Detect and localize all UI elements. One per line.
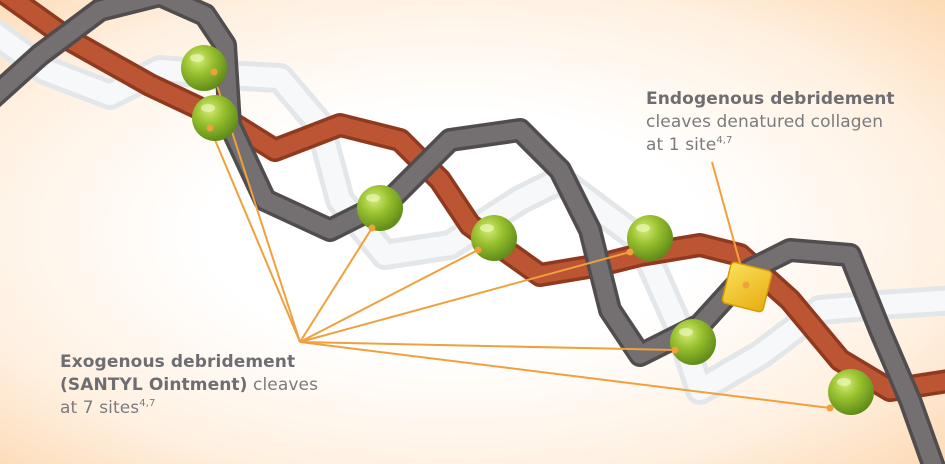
green-sphere-icon [471, 215, 517, 261]
green-sphere-icon [626, 215, 673, 261]
exogenous-superscript: 4,7 [139, 398, 156, 409]
endogenous-line2: cleaves denatured collagen [646, 112, 884, 132]
green-sphere-icon [357, 185, 403, 232]
green-sphere-icon [192, 95, 238, 141]
endogenous-debridement-label: Endogenous debridement cleaves denatured… [646, 88, 906, 157]
exogenous-line3: at 7 sites [60, 398, 140, 418]
exogenous-debridement-label: Exogenous debridement (SANTYL Ointment) … [60, 351, 340, 420]
exogenous-cleavage-sites [181, 45, 874, 415]
exogenous-title: Exogenous debridement [60, 352, 296, 372]
endogenous-line3: at 1 site [646, 135, 717, 155]
green-sphere-icon [826, 369, 874, 415]
endogenous-title: Endogenous debridement [646, 89, 895, 109]
exogenous-product: (SANTYL Ointment) [60, 375, 248, 395]
green-sphere-icon [181, 45, 227, 91]
endogenous-superscript: 4,7 [716, 135, 733, 146]
exogenous-text-after-product: cleaves [247, 375, 319, 395]
yellow-square-icon [721, 261, 773, 313]
green-sphere-icon [670, 319, 716, 365]
